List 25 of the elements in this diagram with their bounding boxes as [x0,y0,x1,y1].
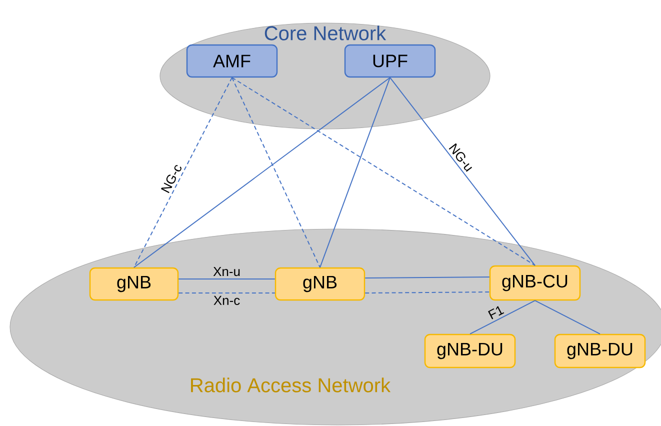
node-box: gNB-DU [424,334,516,368]
connector-line [232,77,320,268]
node-box: gNB-DU [554,334,646,368]
connector-line [364,276,490,278]
connector-line [232,77,536,266]
connector-line [178,292,276,294]
connector-line [134,77,232,268]
edge-label: Xn-u [213,267,240,276]
connector-line [390,77,536,266]
edge-label: Xn-c [214,296,240,305]
function-box: AMF [186,44,278,78]
connector-line [320,77,390,268]
connector-line [470,300,536,334]
node-box: gNB-CU [489,265,581,301]
node-box: gNB [274,267,366,301]
connector-line [134,77,390,268]
node-box: gNB [89,267,179,301]
edge-label: F1 [488,306,504,320]
network-title: Core Network [264,26,386,40]
connector-line [178,278,276,280]
network-title: Radio Access Network [191,378,391,392]
function-box: UPF [344,44,436,78]
edge-label: NG-c [160,165,182,194]
connector-line [534,300,600,334]
connector-line [364,292,490,294]
